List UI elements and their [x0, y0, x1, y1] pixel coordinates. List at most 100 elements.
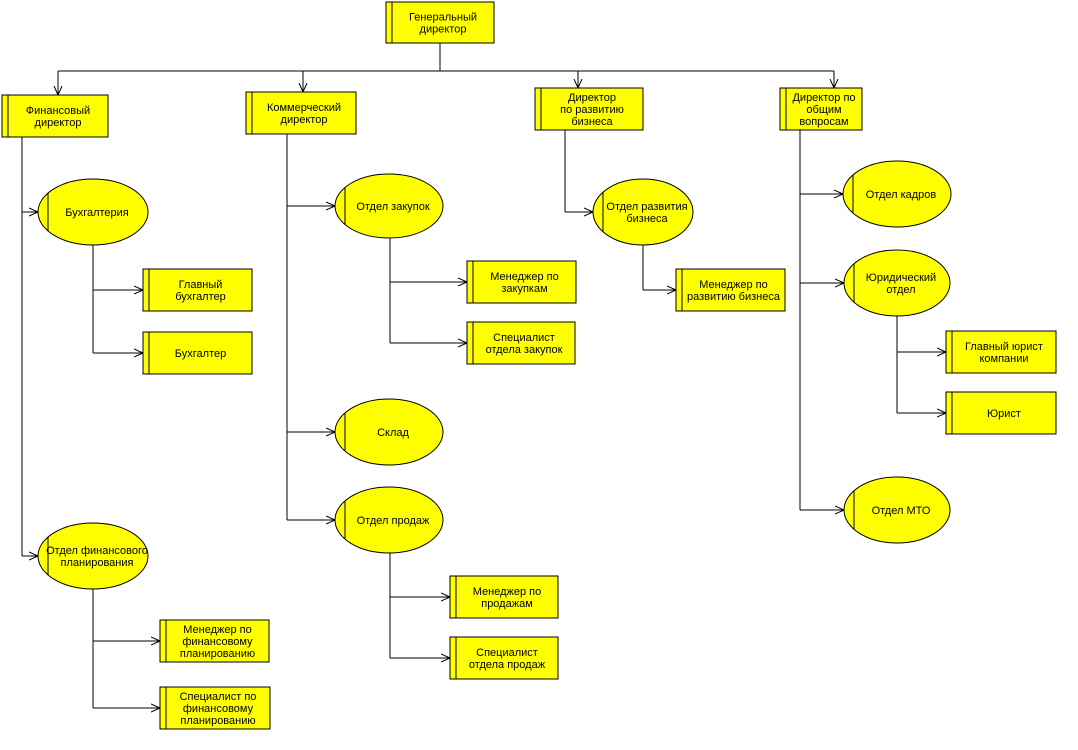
node-box [779, 87, 863, 131]
node-label-line: Бухгалтерия [65, 207, 129, 219]
node-label-line: Отдел МТО [872, 505, 931, 517]
node-label-line: Юридический [866, 272, 936, 284]
node-label-line: Менеджер по [699, 279, 768, 291]
node-label-line: Отдел закупок [356, 201, 430, 213]
node-label-line: отдела продаж [469, 659, 546, 671]
node-label-line: Финансовый [26, 105, 90, 117]
node-warehouse[interactable]: Склад [334, 398, 444, 466]
node-label-line: Специалист [493, 332, 555, 344]
node-ellipse [843, 249, 951, 317]
node-label-line: планированию [180, 648, 255, 660]
node-purchasing[interactable]: Отдел закупок [334, 173, 444, 239]
node-box [675, 268, 786, 312]
node-label-line: Склад [377, 427, 409, 439]
node-label: Склад [377, 427, 409, 439]
node-label-line: компании [979, 353, 1028, 365]
node-accounting[interactable]: Бухгалтерия [37, 178, 149, 246]
node-box [449, 575, 559, 619]
ceo-bus-connector [58, 43, 834, 72]
node-sales[interactable]: Отдел продаж [334, 486, 444, 554]
node-label-line: Менеджер по [473, 586, 542, 598]
node-label-line: Менеджер по [183, 624, 252, 636]
node-box [142, 331, 253, 375]
node-box [466, 321, 576, 365]
node-label: Бухгалтерия [65, 207, 129, 219]
node-label-line: отдел [886, 284, 915, 296]
node-box [245, 91, 357, 135]
node-label-line: общим [806, 104, 841, 116]
node-label: Отдел закупок [356, 201, 430, 213]
node-hr[interactable]: Отдел кадров [842, 160, 952, 228]
node-ellipse [592, 178, 694, 246]
node-label-line: отдела закупок [486, 344, 563, 356]
node-box [159, 686, 271, 730]
node-box [534, 87, 644, 131]
node-label-line: Юрист [987, 408, 1021, 420]
node-label: Отдел продаж [357, 515, 430, 527]
node-label-line: бизнеса [571, 116, 613, 128]
node-label-line: бухгалтер [175, 291, 226, 303]
node-ellipse [37, 522, 149, 590]
node-box [385, 1, 495, 44]
node-ellipse [37, 178, 149, 246]
node-label-line: Директор [568, 92, 616, 104]
node-mto[interactable]: Отдел МТО [843, 476, 951, 544]
node-label-line: развитию бизнеса [687, 291, 781, 303]
node-box [142, 268, 253, 312]
node-label-line: бизнеса [626, 213, 668, 225]
node-label-line: закупкам [501, 283, 547, 295]
node-label-line: директор [35, 117, 82, 129]
node-label-line: планированию [180, 715, 255, 727]
node-ellipse [842, 160, 952, 228]
node-label-line: Отдел продаж [357, 515, 430, 527]
node-label-line: Коммерческий [267, 102, 341, 114]
node-box [466, 260, 577, 304]
node-label-line: финансовому [182, 636, 253, 648]
node-lawyer[interactable]: Юрист [945, 391, 1057, 435]
node-label-line: по развитию [560, 104, 624, 116]
node-ellipse [334, 398, 444, 466]
node-label-line: продажам [481, 598, 533, 610]
node-label-line: Отдел развития [606, 201, 687, 213]
node-label-line: Отдел финансового [46, 545, 148, 557]
node-label: Юрист [987, 408, 1021, 420]
node-ellipse [334, 173, 444, 239]
connectors-layer [21, 43, 946, 708]
node-label-line: Главный юрист [965, 341, 1043, 353]
node-box [159, 619, 270, 663]
node-accountant[interactable]: Бухгалтер [142, 331, 253, 375]
node-label-line: Генеральный [409, 12, 477, 24]
node-label-line: Главный [179, 279, 223, 291]
node-label: Отдел МТО [872, 505, 931, 517]
